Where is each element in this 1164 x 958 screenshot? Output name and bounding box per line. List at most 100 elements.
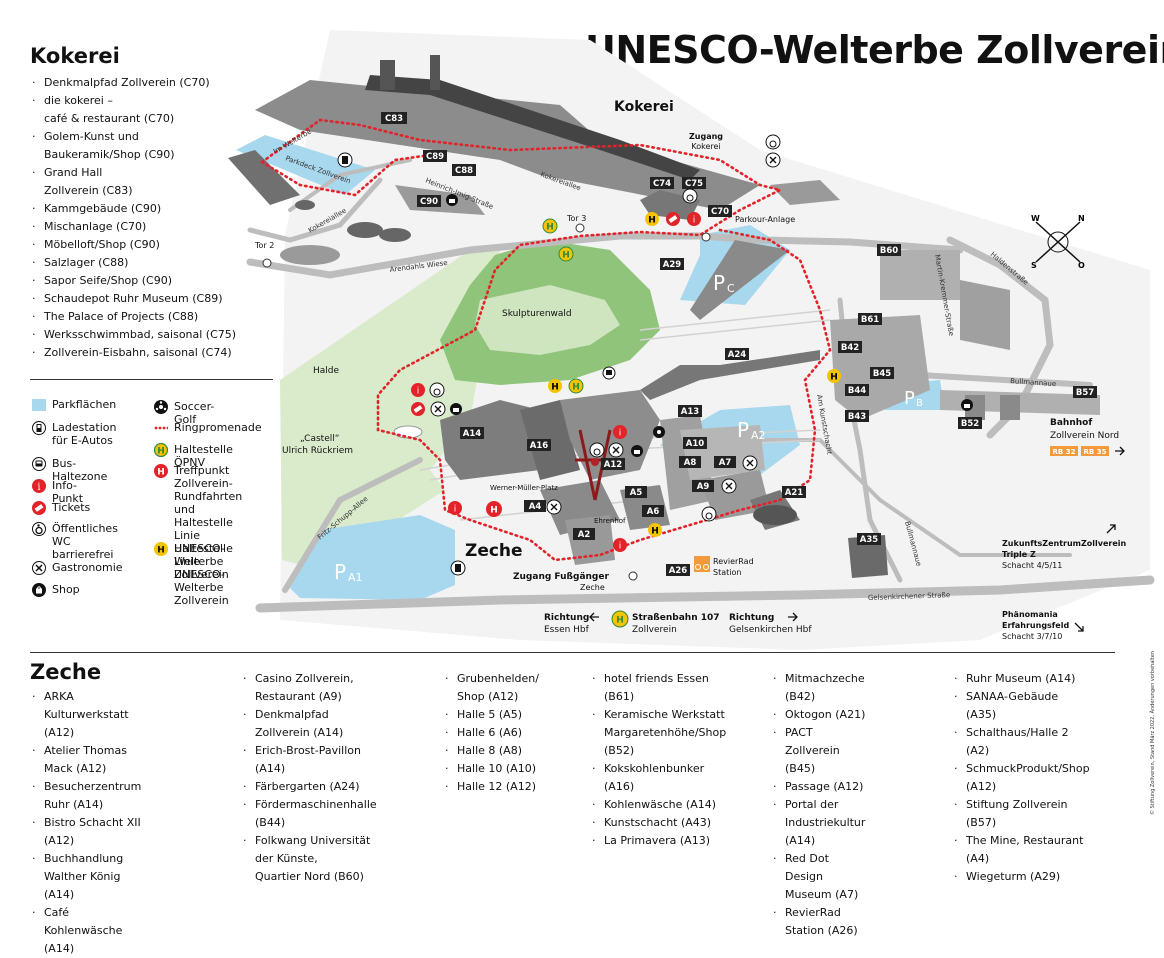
building-label: C90 — [420, 197, 438, 207]
info-icon: i — [613, 538, 627, 552]
gate-marker-icon — [575, 223, 585, 233]
list-item: Halle 10 (A10) — [443, 760, 539, 778]
svg-text:Zugang: Zugang — [689, 132, 723, 141]
building-label: B44 — [848, 386, 866, 396]
svg-text:Richtung: Richtung — [544, 613, 589, 623]
wheelchair-icon — [589, 442, 605, 458]
svg-text:A2: A2 — [751, 429, 766, 442]
building-label: C83 — [385, 114, 403, 124]
svg-text:H: H — [551, 383, 559, 393]
svg-text:N: N — [1078, 214, 1085, 223]
bus-line-stop-icon: H — [154, 542, 168, 556]
gate-marker-icon — [628, 571, 638, 581]
map-labels: Kokerei Zeche Zugang Kokerei Parkour-Anl… — [254, 99, 1127, 641]
wheelchair-icon — [429, 382, 445, 398]
svg-text:ZukunftsZentrumZollverein: ZukunftsZentrumZollverein — [1002, 539, 1127, 548]
legend-tickets: Tickets — [32, 501, 90, 515]
charging-station-icon — [337, 152, 353, 168]
svg-text:Bahnhof: Bahnhof — [1050, 418, 1092, 428]
building-label: C89 — [426, 152, 444, 162]
building-label: C88 — [455, 166, 473, 176]
list-item: Mitmachzeche (B42) — [771, 670, 865, 706]
svg-text:H: H — [616, 616, 624, 626]
building-label: A5 — [630, 488, 643, 498]
ring-promenade — [260, 118, 832, 562]
svg-text:H: H — [157, 546, 165, 556]
rail-line-badge: RB 32 — [1050, 446, 1078, 456]
building-label: A16 — [530, 441, 548, 451]
legend-gastro: Gastronomie — [32, 561, 123, 575]
copyright-note: © Stiftung Zollverein, Stand März 2022, … — [1150, 651, 1156, 815]
zeche-column: Grubenhelden/ Shop (A12) Halle 5 (A5) Ha… — [443, 670, 539, 796]
list-item: Atelier Thomas Mack (A12) — [30, 742, 141, 778]
cutlery-icon — [32, 561, 46, 575]
arrow-left-icon — [589, 612, 599, 622]
list-item: SchmuckProdukt/Shop (A12) — [952, 760, 1090, 796]
svg-text:RevierRad: RevierRad — [713, 557, 754, 566]
zeche-column: Casino Zollverein, Restaurant (A9) Denkm… — [241, 670, 377, 886]
ticket-icon — [666, 212, 680, 226]
zeche-column: Ruhr Museum (A14) SANAA-Gebäude (A35) Sc… — [952, 670, 1090, 886]
tram-stop-icon: H — [154, 443, 168, 457]
svg-text:Zeche: Zeche — [580, 583, 605, 592]
site-map[interactable]: C83 C89 C88 C90 C74 C75 C70 A29 A24 B60 … — [0, 0, 1164, 824]
building-label: C70 — [711, 207, 729, 217]
meeting-point-icon: H — [486, 501, 502, 517]
building-label: B42 — [841, 343, 859, 353]
arrow-up-right-icon — [1106, 524, 1116, 534]
map-icons: H H H H H H H H H i i i i i — [262, 134, 1125, 632]
tram-stop-icon: H — [611, 610, 629, 628]
building-label: A13 — [681, 407, 699, 417]
list-item: Bistro Schacht XII (A12) — [30, 814, 141, 850]
building-label: A2 — [578, 530, 591, 540]
legend-treff: H Treffpunkt Zollverein- Rundfahrten und… — [154, 464, 242, 581]
arrow-right-icon — [1115, 446, 1125, 456]
svg-text:i: i — [417, 387, 420, 397]
cutlery-icon — [608, 442, 624, 458]
list-item: Grand Hall Zollverein (C83) — [30, 164, 280, 200]
building-label: A29 — [663, 260, 681, 270]
list-item: Red Dot Design Museum (A7) — [771, 850, 865, 904]
svg-text:B: B — [916, 398, 923, 409]
cutlery-icon — [546, 499, 562, 515]
list-item: Oktogon (A21) — [771, 706, 865, 724]
list-item: Keramische Werkstatt Margaretenhöhe/Shop… — [590, 706, 726, 760]
list-item: Wiegeturm (A29) — [952, 868, 1090, 886]
zeche-column: hotel friends Essen (B61) Keramische Wer… — [590, 670, 726, 850]
svg-text:H: H — [157, 468, 165, 478]
arrow-down-right-icon — [1074, 622, 1084, 632]
cutlery-icon — [430, 401, 446, 417]
list-item: Denkmalpfad Zollverein (A14) — [241, 706, 377, 742]
svg-text:A1: A1 — [348, 571, 363, 584]
svg-text:H: H — [490, 506, 498, 516]
list-item: Folkwang Universität der Künste, Quartie… — [241, 832, 377, 886]
svg-text:H: H — [830, 373, 838, 383]
tram-stop-icon: H — [542, 218, 558, 234]
svg-text:C: C — [727, 282, 735, 295]
svg-text:RB 35: RB 35 — [1084, 448, 1107, 456]
list-item: Denkmalpfad Zollverein (C70) — [30, 74, 280, 92]
building-label: A9 — [697, 482, 710, 492]
zeche-column: Mitmachzeche (B42) Oktogon (A21) PACT Zo… — [771, 670, 865, 940]
building-labels: C83 C89 C88 C90 C74 C75 C70 A29 A24 B60 … — [381, 112, 1097, 576]
svg-text:Ehrenhof: Ehrenhof — [594, 517, 626, 525]
svg-text:Zollverein: Zollverein — [632, 625, 677, 635]
wheelchair-icon — [682, 188, 698, 204]
svg-text:H: H — [651, 527, 659, 537]
svg-text:Zollverein Nord: Zollverein Nord — [1050, 431, 1119, 441]
building-label: A10 — [686, 439, 704, 449]
list-item: Besucherzentrum Ruhr (A14) — [30, 778, 141, 814]
cutlery-icon — [765, 152, 781, 168]
list-item: Kohlenwäsche (A14) — [590, 796, 726, 814]
list-item: Sapor Seife/Shop (C90) — [30, 272, 280, 290]
zeche-heading: Zeche — [30, 660, 102, 684]
svg-text:H: H — [648, 216, 656, 226]
svg-text:Gelsenkirchener Straße: Gelsenkirchener Straße — [868, 591, 951, 602]
legend-oepnv: H Haltestelle ÖPNV — [154, 443, 233, 469]
svg-text:Triple Z: Triple Z — [1002, 550, 1036, 559]
bicycle-icon — [694, 556, 710, 572]
svg-text:Tor 2: Tor 2 — [254, 241, 274, 250]
list-item: Grubenhelden/ Shop (A12) — [443, 670, 539, 706]
svg-text:P: P — [713, 271, 725, 295]
